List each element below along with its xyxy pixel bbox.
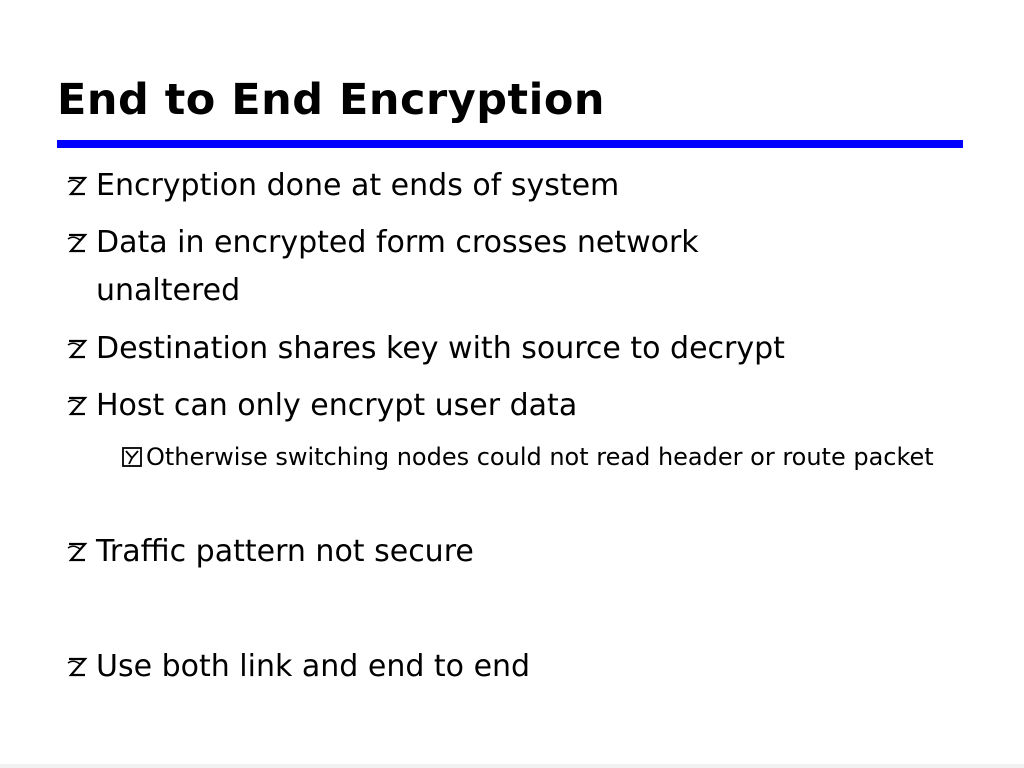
slide-title: End to End Encryption bbox=[57, 75, 605, 125]
bullet-text: Data in encrypted form crosses network u… bbox=[96, 225, 699, 308]
list-item: Host can only encrypt user data bbox=[64, 382, 856, 430]
z-bullet-icon bbox=[64, 528, 90, 576]
bullet-text: Destination shares key with source to de… bbox=[96, 331, 785, 366]
bullet-text: Otherwise switching nodes could not read… bbox=[146, 443, 934, 471]
title-underline bbox=[57, 140, 963, 148]
bullet-text: Use both link and end to end bbox=[96, 649, 531, 684]
list-item: Destination shares key with source to de… bbox=[64, 325, 856, 373]
bottom-divider bbox=[0, 764, 1024, 768]
bullet-text: Traffic pattern not secure bbox=[96, 534, 474, 569]
list-item: Traffic pattern not secure bbox=[64, 528, 856, 576]
list-item: Data in encrypted form crosses network u… bbox=[64, 219, 816, 315]
z-bullet-icon bbox=[64, 325, 90, 373]
list-item: Use both link and end to end bbox=[64, 643, 856, 691]
list-item: Encryption done at ends of system bbox=[64, 162, 856, 210]
z-bullet-icon bbox=[64, 382, 90, 430]
y-checkbox-bullet-icon bbox=[122, 438, 142, 476]
bullet-text: Encryption done at ends of system bbox=[96, 168, 620, 203]
z-bullet-icon bbox=[64, 219, 90, 267]
z-bullet-icon bbox=[64, 162, 90, 210]
list-item: Otherwise switching nodes could not read… bbox=[122, 438, 956, 476]
bullet-text: Host can only encrypt user data bbox=[96, 388, 578, 423]
z-bullet-icon bbox=[64, 643, 90, 691]
